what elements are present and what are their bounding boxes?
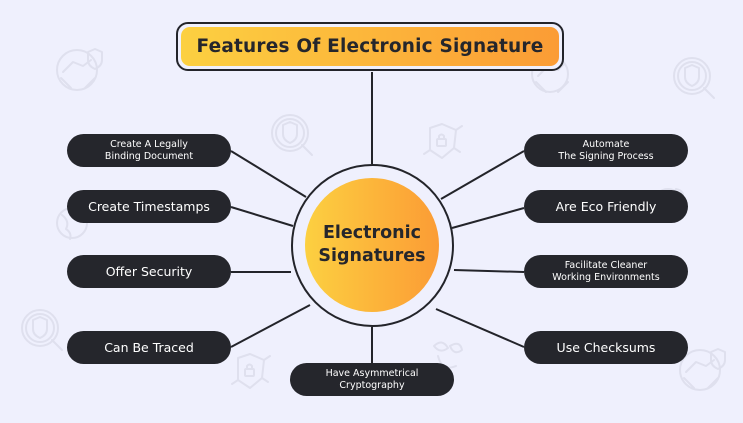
feature-legally-binding: Create A Legally Binding Document [67, 134, 231, 167]
feature-automate-signing: Automate The Signing Process [524, 134, 688, 167]
feature-eco-friendly: Are Eco Friendly [524, 190, 688, 223]
search-shield-dollar-icon [673, 57, 715, 99]
central-hub: Electronic Signatures [291, 164, 454, 327]
feature-text-line: The Signing Process [558, 150, 654, 162]
feature-text-line: Facilitate Cleaner [564, 259, 648, 271]
feature-cleaner-environments: Facilitate Cleaner Working Environments [524, 255, 688, 288]
handshake-shield-icon [56, 48, 103, 91]
page-title: Features Of Electronic Signature [181, 27, 559, 66]
feature-checksums: Use Checksums [524, 331, 688, 364]
feature-text-line: Can Be Traced [104, 340, 194, 355]
feature-text-line: Create A Legally [110, 138, 188, 150]
feature-asymmetrical-cryptography: Have Asymmetrical Cryptography [290, 363, 454, 396]
hub-label: Electronic Signatures [305, 178, 439, 312]
feature-text-line: Use Checksums [556, 340, 656, 355]
hub-label-line1: Electronic [322, 223, 422, 243]
feature-traced: Can Be Traced [67, 331, 231, 364]
feature-text-line: Offer Security [105, 264, 193, 279]
feature-text-line: Binding Document [104, 150, 194, 162]
feature-text-line: Working Environments [552, 271, 660, 283]
feature-timestamps: Create Timestamps [67, 190, 231, 223]
shield-lock-circuit-icon [423, 123, 463, 159]
search-shield-dollar-icon [271, 114, 313, 156]
handshake-shield-icon [679, 348, 726, 391]
search-shield-dollar-icon [21, 309, 63, 351]
feature-text-line: Create Timestamps [88, 199, 210, 214]
feature-text-line: Are Eco Friendly [555, 199, 657, 214]
feature-security: Offer Security [67, 255, 231, 288]
feature-text-line: Automate [582, 138, 630, 150]
shield-lock-circuit-icon [231, 353, 271, 389]
feature-text-line: Have Asymmetrical [325, 367, 419, 379]
title-banner: Features Of Electronic Signature [176, 22, 564, 71]
hub-label-line2: Signatures [318, 246, 426, 266]
feature-text-line: Cryptography [339, 379, 405, 391]
